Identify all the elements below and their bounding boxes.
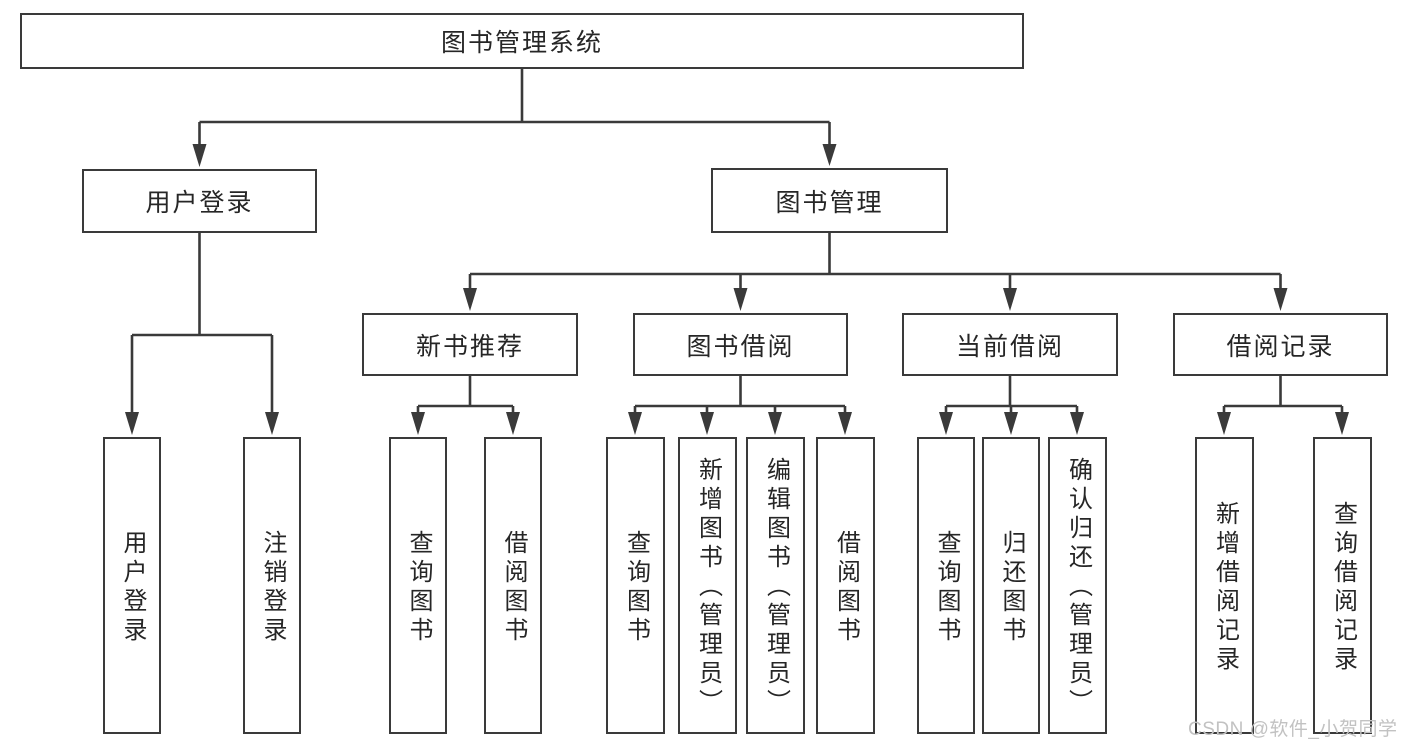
leaf-add-books-admin: 新增图书（管理员）	[678, 437, 737, 734]
leaf-query-books-borrowing: 查询图书	[606, 437, 665, 734]
node-current-borrowing: 当前借阅	[902, 313, 1118, 376]
leaf-borrow-books-recommend: 借阅图书	[484, 437, 542, 734]
leaf-query-books-current: 查询图书	[917, 437, 975, 734]
leaf-confirm-return-admin: 确认归还（管理员）	[1048, 437, 1107, 734]
node-new-book-recommend: 新书推荐	[362, 313, 578, 376]
node-library-management-system: 图书管理系统	[20, 13, 1024, 69]
leaf-user-login: 用户登录	[103, 437, 161, 734]
node-book-management-branch: 图书管理	[711, 168, 948, 233]
leaf-edit-books-admin: 编辑图书（管理员）	[746, 437, 805, 734]
watermark: CSDN @软件_小贺同学	[1188, 719, 1398, 740]
leaf-borrow-books: 借阅图书	[816, 437, 875, 734]
leaf-add-borrow-record: 新增借阅记录	[1195, 437, 1254, 734]
leaf-query-borrow-record: 查询借阅记录	[1313, 437, 1372, 734]
leaf-query-books-recommend: 查询图书	[389, 437, 447, 734]
node-user-login-branch: 用户登录	[82, 169, 317, 233]
node-book-borrowing: 图书借阅	[633, 313, 848, 376]
node-borrowing-records: 借阅记录	[1173, 313, 1388, 376]
leaf-return-books: 归还图书	[982, 437, 1040, 734]
leaf-logout: 注销登录	[243, 437, 301, 734]
